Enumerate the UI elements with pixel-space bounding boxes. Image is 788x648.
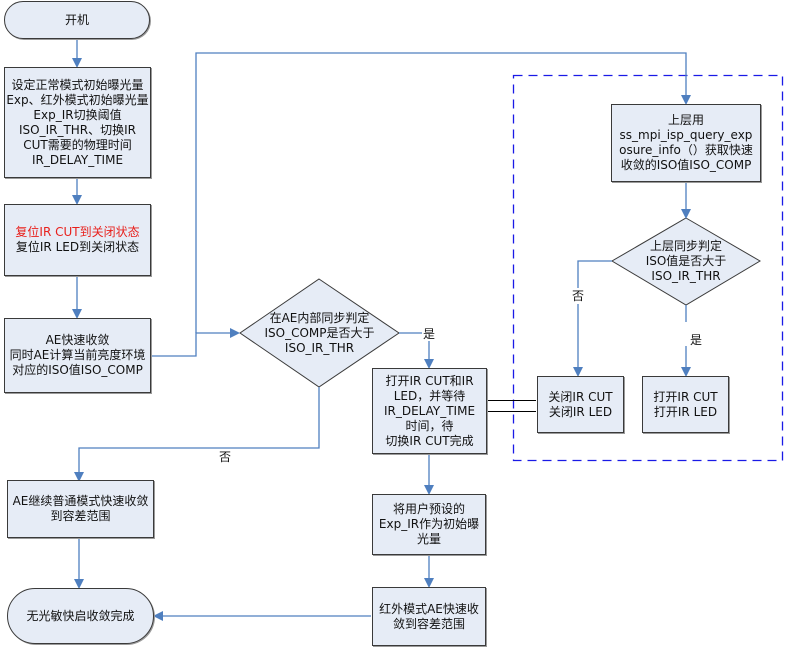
ir-ae-line: 敛到容差范围	[392, 616, 465, 631]
edge-label-upper-no: 否	[572, 289, 585, 303]
ae-fast-line: 对应的ISO值ISO_COMP	[12, 363, 143, 377]
close-ir-line: 关闭IR LED	[548, 404, 613, 419]
close-ir-line: 关闭IR CUT	[548, 389, 613, 404]
open-ir-line: IR_DELAY_TIME	[383, 403, 476, 418]
use-exp-ir-line: 将用户预设的	[392, 502, 465, 516]
edge-label-upper-yes: 是	[690, 333, 703, 347]
open-ir-line: 时间，待	[405, 418, 454, 433]
use-exp-ir-line: 光量	[416, 532, 441, 546]
upper-query-line: 上层用	[667, 113, 704, 127]
ae-fast-line: AE快速收敛	[45, 333, 110, 347]
init-params-line: ISO_IR_THR、切换IR	[18, 122, 137, 137]
end-label: 无光敏快启收敛完成	[26, 608, 135, 623]
init-params-line: IR_DELAY_TIME	[31, 152, 124, 167]
close-ir-box[interactable]: 关闭IR CUT 关闭IR LED	[537, 376, 624, 433]
open-ir-line: 切换IR CUT完成	[385, 433, 474, 448]
init-params-box[interactable]: 设定正常模式初始曝光量 Exp、红外模式初始曝光量 Exp_IR切换阈值 ISO…	[4, 67, 151, 178]
upper-query-line: 收敛的ISO值ISO_COMP	[620, 158, 752, 172]
decision-upper-line: ISO值是否大于	[645, 253, 727, 268]
upper-query-line: ss_mpi_isp_query_exp	[619, 128, 753, 142]
reset-box[interactable]: 复位IR CUT到关闭状态 复位IR LED到关闭状态	[4, 204, 151, 276]
open-ir-line: LED，并等待	[393, 388, 466, 403]
init-params-line: 设定正常模式初始曝光量	[11, 77, 144, 92]
ae-fast-converge-box[interactable]: AE快速收敛 同时AE计算当前亮度环境 对应的ISO值ISO_COMP	[4, 318, 151, 393]
ae-normal-line: 到容差范围	[50, 509, 111, 523]
init-params-line: Exp、红外模式初始曝光量	[6, 92, 149, 107]
ae-normal-line: AE继续普通模式快速收敛	[12, 494, 149, 508]
open-ir-upper-line: 打开IR LED	[653, 404, 718, 419]
decision-upper-line: 上层同步判定	[649, 238, 722, 253]
edge-decision-no	[74, 387, 320, 482]
decision-upper-text: 上层同步判定 ISO值是否大于 ISO_IR_THR	[612, 234, 760, 288]
open-ir-box[interactable]: 打开IR CUT和IR LED，并等待 IR_DELAY_TIME 时间，待 切…	[372, 368, 487, 454]
decision-upper-line: ISO_IR_THR	[651, 268, 721, 283]
edge-ae-to-upper-query	[195, 52, 691, 333]
edge-label-internal-yes: 是	[423, 327, 436, 341]
init-params-line: CUT需要的物理时间	[23, 137, 132, 152]
decision-internal-text: 在AE内部同步判定 ISO_COMP是否大于 ISO_IR_THR	[240, 306, 399, 360]
use-exp-ir-box[interactable]: 将用户预设的 Exp_IR作为初始曝 光量	[372, 494, 486, 555]
edge-label-internal-no: 否	[219, 450, 232, 464]
ir-ae-line: 红外模式AE快速收	[379, 601, 479, 616]
reset-ir-led-line: 复位IR LED到关闭状态	[15, 240, 140, 254]
upper-query-box[interactable]: 上层用 ss_mpi_isp_query_exp osure_info（）获取快…	[611, 104, 761, 182]
end-terminal[interactable]: 无光敏快启收敛完成	[7, 588, 154, 644]
ir-ae-converge-box[interactable]: 红外模式AE快速收 敛到容差范围	[372, 587, 486, 646]
start-label: 开机	[64, 12, 89, 27]
init-params-line: Exp_IR切换阈值	[33, 107, 122, 122]
open-ir-upper-line: 打开IR CUT	[653, 389, 718, 404]
start-terminal[interactable]: 开机	[4, 1, 150, 39]
open-ir-line: 打开IR CUT和IR	[385, 373, 474, 388]
edge-upper-no	[577, 260, 612, 288]
use-exp-ir-line: Exp_IR作为初始曝	[378, 517, 480, 531]
reset-ir-cut-line: 复位IR CUT到关闭状态	[15, 225, 140, 239]
upper-query-line: osure_info（）获取快速	[619, 143, 753, 157]
decision-internal-line: ISO_IR_THR	[284, 340, 355, 355]
upper-layer-group-border	[512, 74, 784, 462]
ae-normal-box[interactable]: AE继续普通模式快速收敛 到容差范围	[7, 480, 154, 538]
decision-internal-line: ISO_COMP是否大于	[264, 325, 375, 340]
ae-fast-line: 同时AE计算当前亮度环境	[9, 348, 146, 362]
edge-ae-to-decision	[151, 328, 240, 357]
open-ir-upper-box[interactable]: 打开IR CUT 打开IR LED	[642, 376, 729, 433]
decision-internal-line: 在AE内部同步判定	[269, 310, 370, 325]
